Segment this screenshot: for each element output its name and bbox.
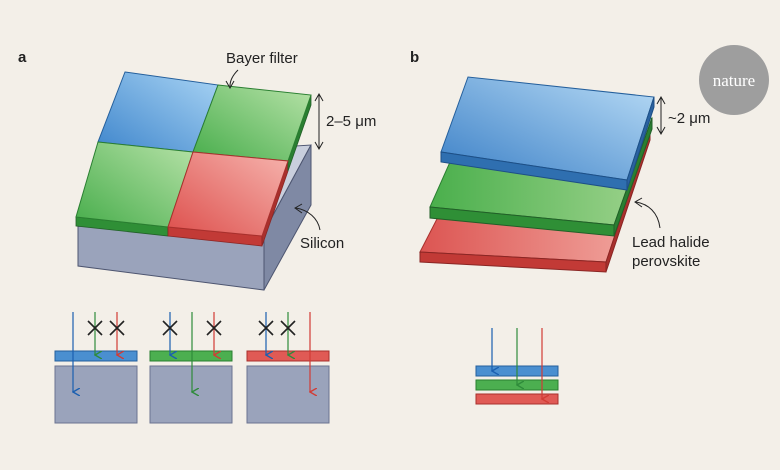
silicon-pointer [295, 207, 321, 231]
silicon-block [54, 365, 138, 424]
blue-layer-right [626, 96, 655, 191]
blocked-x-icon [280, 320, 296, 336]
blocked-x-icon [162, 320, 178, 336]
silicon-pointer-head [294, 203, 303, 214]
thickness-label-b: ~2 μm [668, 110, 710, 127]
silicon-right [263, 144, 312, 291]
blue-pixel-schematic [54, 312, 138, 424]
bayer-pointer [229, 69, 239, 87]
thickness-dimension-a [314, 92, 324, 151]
red-filter-tile [167, 151, 289, 237]
perovskite-stack-3d [419, 76, 655, 273]
stacked-schematic [475, 328, 559, 405]
blocked-x-icon [87, 320, 103, 336]
panel-a-label: a [18, 49, 27, 66]
bayer-pointer-head [225, 80, 235, 90]
perovskite-label-line1: Lead halide [632, 234, 710, 251]
silicon-label: Silicon [300, 235, 344, 252]
red-pixel-schematic [246, 312, 330, 424]
bayer-sensor-3d [75, 71, 312, 291]
nature-logo-text: nature [713, 71, 755, 90]
silicon-block [246, 365, 330, 424]
blocked-x-icon [258, 320, 274, 336]
green-filter-layer [149, 350, 233, 362]
blocked-x-icon [206, 320, 222, 336]
panel-b-label: b [410, 49, 419, 66]
thickness-dimension-b [656, 95, 666, 136]
perovskite-pointer [635, 201, 661, 229]
perovskite-label-line2: perovskite [632, 253, 700, 270]
bayer-filter-label: Bayer filter [226, 50, 298, 67]
red-stack-layer [475, 393, 559, 405]
silicon-block [149, 365, 233, 424]
green-pixel-schematic [149, 312, 233, 424]
nature-logo-badge: nature [699, 45, 769, 115]
blue-filter-layer [54, 350, 138, 362]
perovskite-pointer-head [634, 197, 643, 208]
thickness-label-a: 2–5 μm [326, 113, 376, 130]
blocked-x-icon [109, 320, 125, 336]
